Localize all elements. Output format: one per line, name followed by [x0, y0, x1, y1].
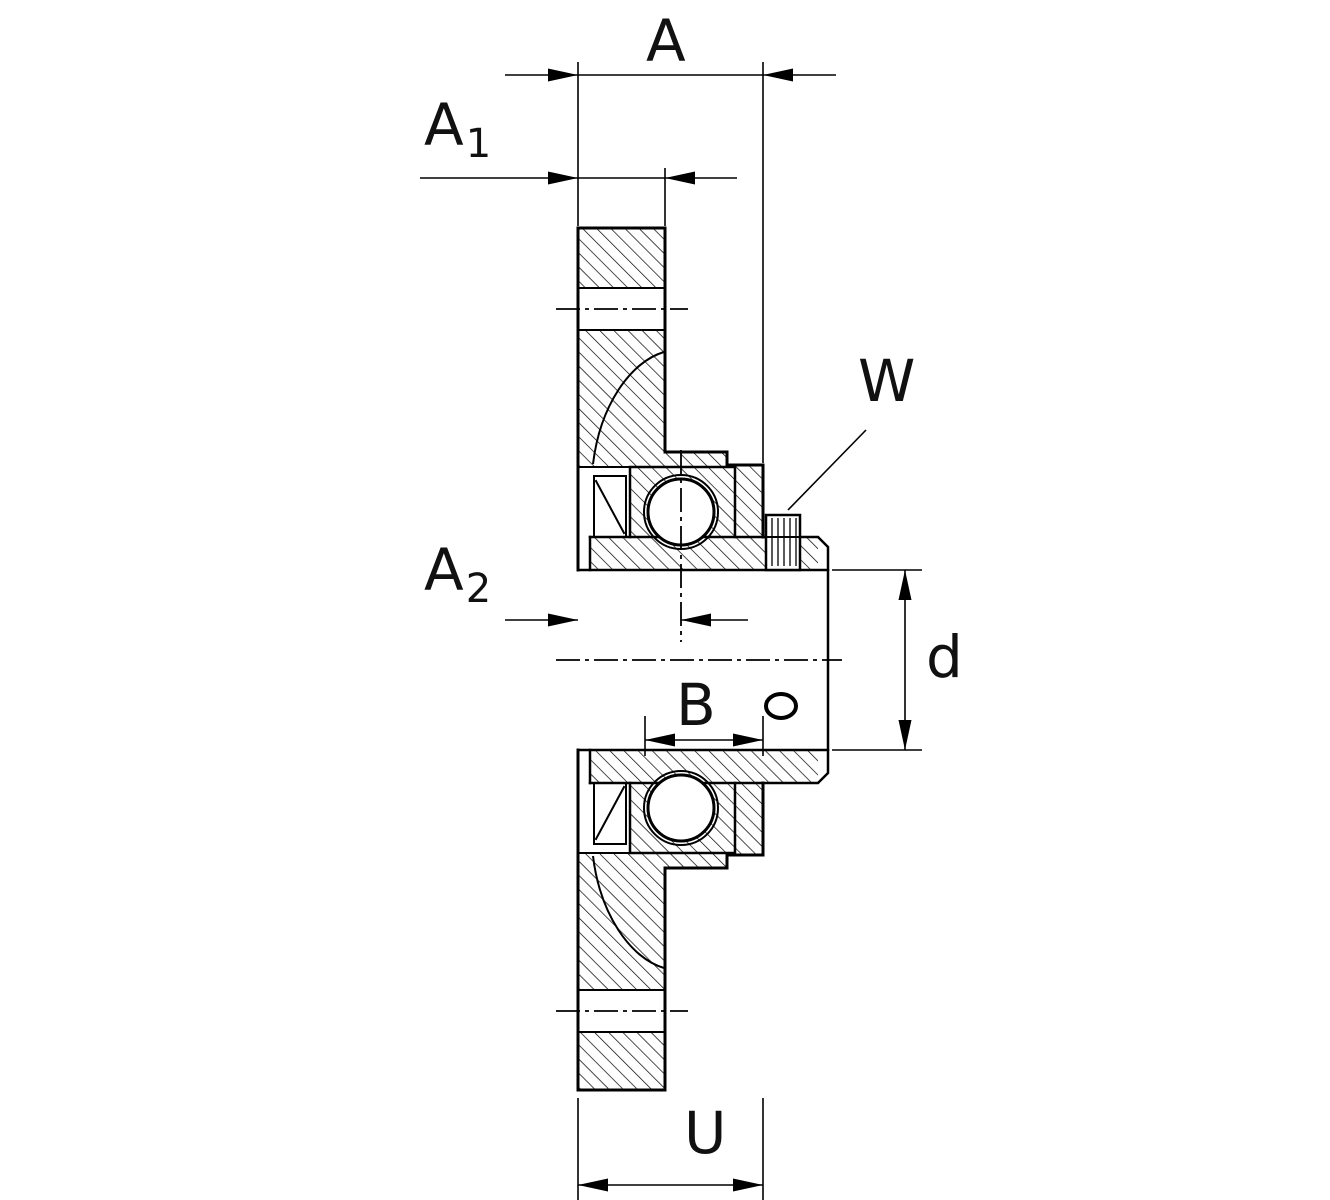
- ball-lower: [646, 773, 716, 843]
- dimension-label-a2-subscript: 2: [465, 566, 492, 612]
- bolt-hole-edges: [578, 287, 665, 1033]
- w-leader-line: [787, 429, 867, 511]
- dimension-u: [577, 1098, 764, 1200]
- dimension-lines: [420, 62, 922, 1200]
- dimension-label-u: U: [684, 1104, 726, 1162]
- dimension-arrowheads: [548, 68, 912, 1192]
- lube-hole: [764, 692, 798, 720]
- flange-section-hatching: [578, 228, 763, 1090]
- dimension-label-a2: A2: [424, 541, 491, 609]
- flange-outline: [576, 226, 765, 1092]
- dimension-label-a: A: [646, 12, 686, 70]
- dimension-label-d: d: [926, 628, 963, 686]
- set-screw: [764, 513, 802, 572]
- dimension-label-b: B: [676, 676, 716, 734]
- raceway-lower: [643, 770, 719, 846]
- dimension-a: [505, 62, 836, 463]
- dimension-label-a-text: A: [646, 7, 686, 75]
- dimension-label-a2-text: A: [424, 536, 464, 604]
- center-lines: [556, 308, 842, 1012]
- dimension-label-a1: A1: [424, 96, 491, 164]
- dimension-label-a1-text: A: [424, 91, 464, 159]
- dimension-label-d-text: d: [926, 623, 963, 691]
- dimension-label-b-text: B: [676, 671, 716, 739]
- dimension-label-u-text: U: [684, 1099, 727, 1167]
- dimension-label-w-text: W: [858, 347, 916, 415]
- dimension-label-a1-subscript: 1: [465, 121, 492, 167]
- dimension-label-w: W: [858, 352, 915, 410]
